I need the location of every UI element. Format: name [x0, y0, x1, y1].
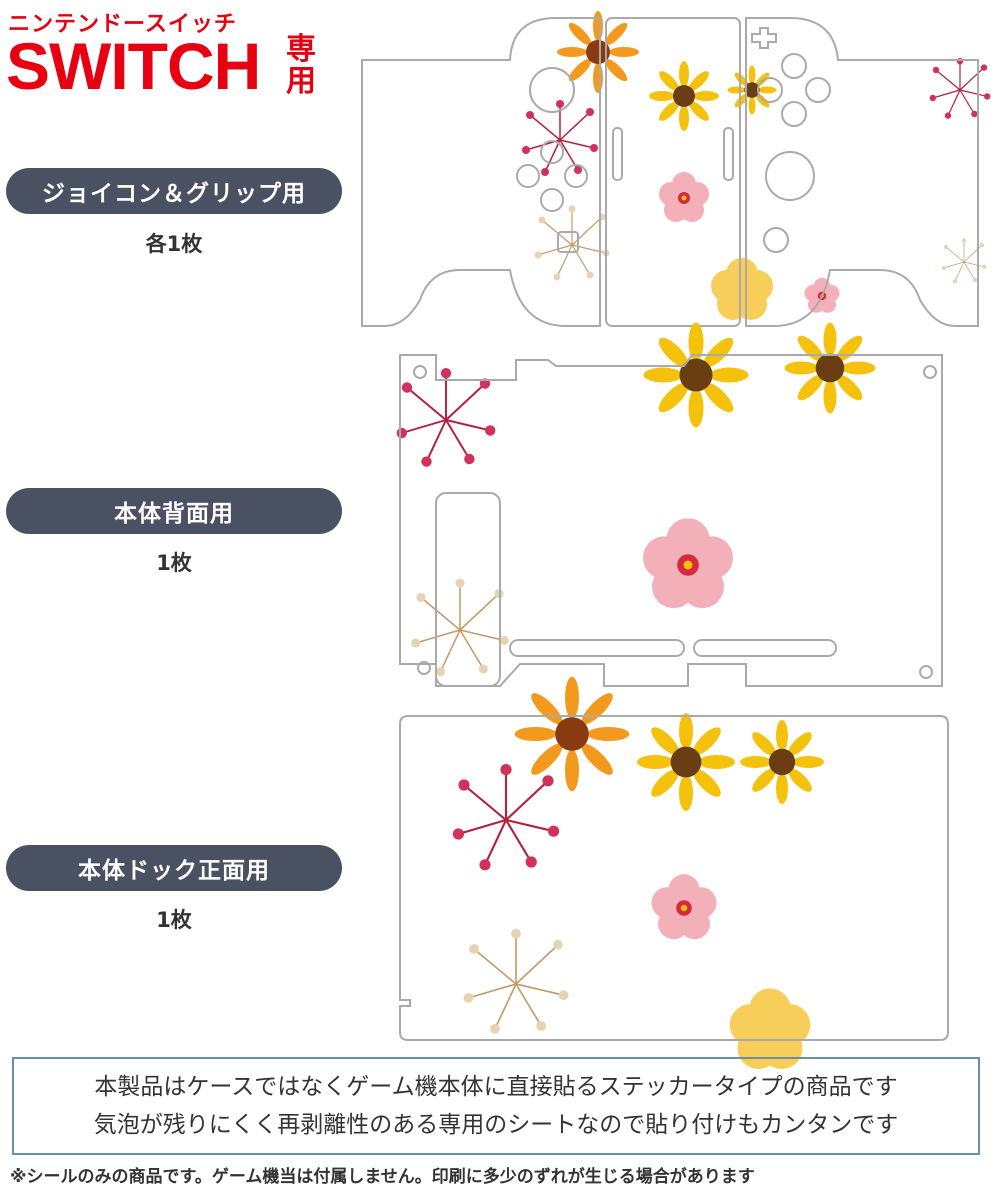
- product-series-katakana: ニンテンドースイッチ: [8, 12, 237, 37]
- exclusive-label: 専用: [286, 32, 316, 99]
- dock-front-count: 1枚: [156, 908, 192, 932]
- dock-front-sticker: [399, 676, 949, 1069]
- info-box: 本製品はケースではなくゲーム機本体に直接貼るステッカータイプの商品です 気泡が残…: [12, 1057, 980, 1155]
- info-line-2: 気泡が残りにくく再剥離性のある専用のシートなので貼り付けもカンタンです: [93, 1112, 899, 1138]
- brand-title: SWITCH: [6, 29, 261, 103]
- body-back-label: 本体背面用: [6, 488, 342, 534]
- dock-front-label: 本体ドック正面用: [6, 845, 342, 891]
- joycon-grip-count: 各1枚: [145, 232, 203, 256]
- disclaimer-note: ※シールのみの商品です。ゲーム機当は付属しません。印刷に多少のずれが生じる場合が…: [10, 1167, 755, 1187]
- body-back-sticker: [395, 322, 943, 687]
- joycon-grip-sticker: [361, 11, 992, 327]
- body-back-count: 1枚: [156, 551, 192, 575]
- info-line-1: 本製品はケースではなくゲーム機本体に直接貼るステッカータイプの商品です: [94, 1074, 898, 1100]
- joycon-grip-label: ジョイコン＆グリップ用: [6, 168, 342, 214]
